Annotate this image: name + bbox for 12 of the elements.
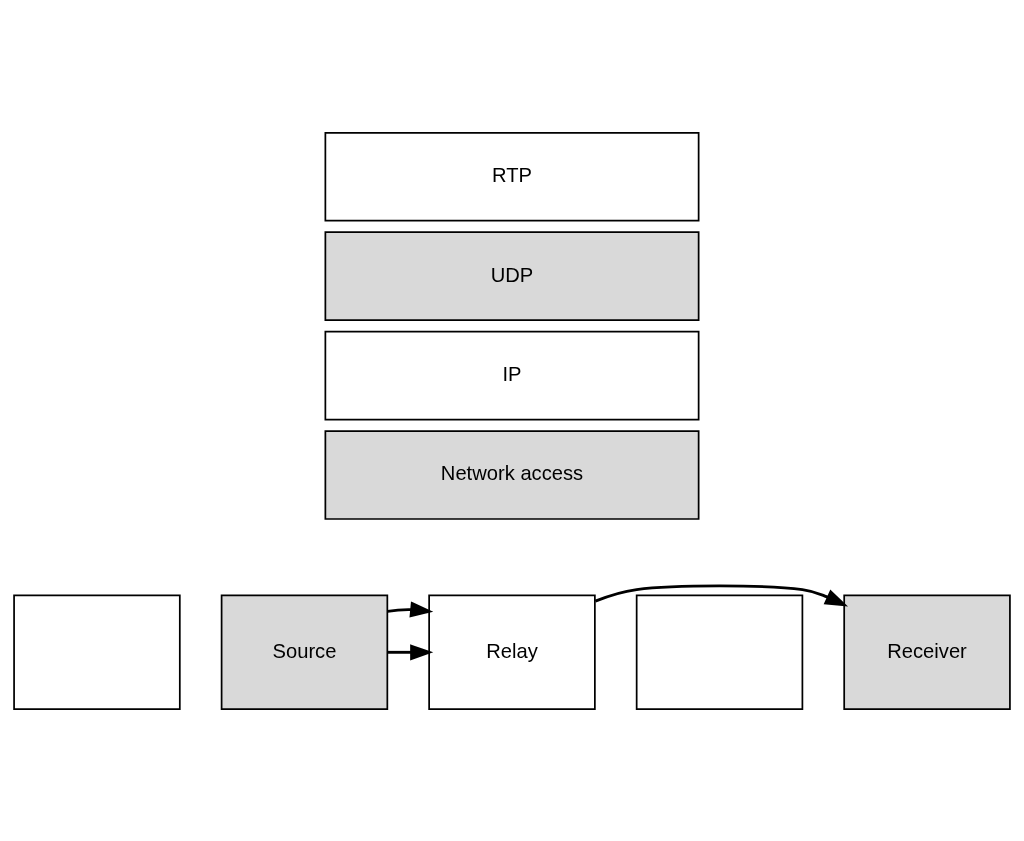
- node-box: [635, 594, 804, 710]
- node-box: RTP: [324, 131, 700, 222]
- arrow: [387, 601, 434, 618]
- node-box: IP: [324, 330, 700, 420]
- arrow: [387, 643, 434, 660]
- node-box: Relay: [428, 594, 596, 710]
- node-box: UDP: [324, 230, 700, 321]
- node-box: Network access: [324, 429, 700, 520]
- arrow: [594, 583, 849, 606]
- node-box: Receiver: [843, 594, 1011, 710]
- node-box: [13, 594, 181, 710]
- node-box: Source: [220, 594, 389, 710]
